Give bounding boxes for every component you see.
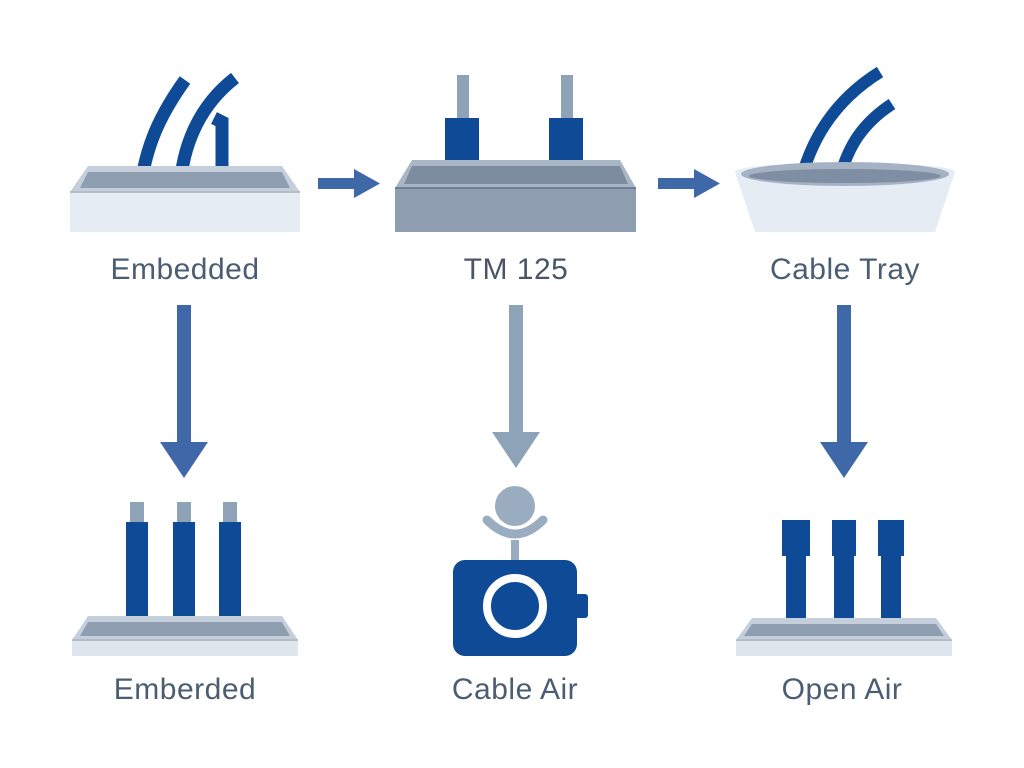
- tm125-tray-icon: [395, 75, 636, 232]
- node-label-cable-air: Cable Air: [451, 673, 579, 706]
- arrow-tm125-down: [492, 305, 540, 468]
- embedded-vertical-cables-icon: [72, 502, 298, 656]
- node-label-emberded: Emberded: [113, 673, 257, 706]
- arrow-embedded-down: [160, 305, 208, 478]
- cable-tray-dish-icon: [735, 66, 955, 232]
- cable-air-device-icon: [453, 486, 588, 656]
- node-label-cable-tray: Cable Tray: [769, 253, 921, 286]
- arrow-tm125-to-cable-tray: [658, 169, 720, 198]
- node-label-tm125: TM 125: [463, 253, 569, 286]
- arrow-cable-tray-down: [820, 305, 868, 478]
- open-air-cables-icon: [736, 520, 952, 656]
- node-label-embedded: Embedded: [110, 253, 260, 286]
- node-label-open-air: Open Air: [781, 673, 903, 706]
- arrow-embedded-to-tm125: [318, 169, 380, 198]
- embedded-trough-icon: [70, 72, 300, 232]
